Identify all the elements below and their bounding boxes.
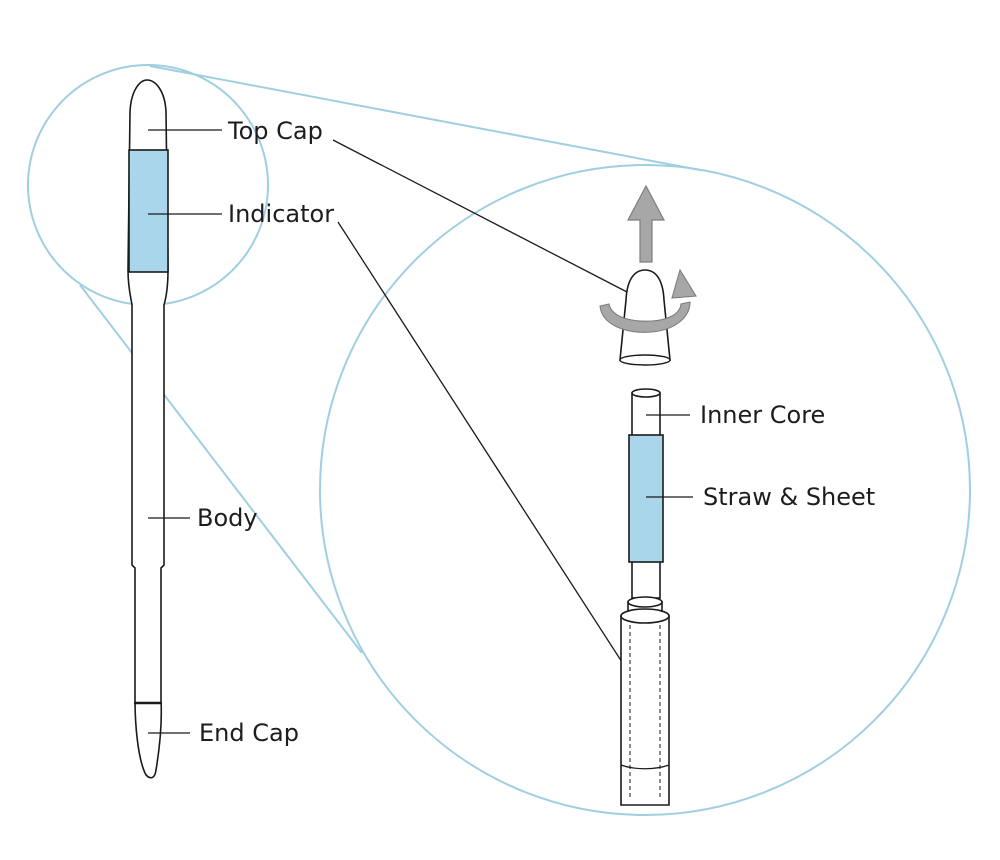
magnifier — [27, 64, 971, 816]
up-arrow-icon — [627, 184, 665, 263]
label-indicator: Indicator — [228, 200, 334, 228]
magnifier-large-circle — [319, 164, 971, 816]
magnified-inner-core — [628, 388, 664, 599]
label-straw-sheet: Straw & Sheet — [703, 483, 875, 511]
magnifier-lower-line — [79, 284, 363, 654]
right-leader-lines — [646, 414, 693, 498]
rotate-arrow-icon — [599, 268, 697, 333]
magnifier-upper-line — [149, 65, 701, 171]
top-cap-shape — [619, 269, 671, 361]
full-swab — [127, 79, 169, 779]
left-leader-lines — [148, 129, 222, 734]
magnified-top-cap — [599, 268, 697, 366]
label-inner-core: Inner Core — [700, 401, 825, 429]
swab-indicator — [128, 149, 169, 273]
magnified-body — [620, 596, 670, 806]
label-body: Body — [197, 504, 258, 532]
label-end-cap: End Cap — [199, 719, 299, 747]
label-top-cap: Top Cap — [227, 117, 323, 145]
straw-sheet — [628, 434, 664, 563]
cross-leader-lines — [332, 139, 641, 691]
